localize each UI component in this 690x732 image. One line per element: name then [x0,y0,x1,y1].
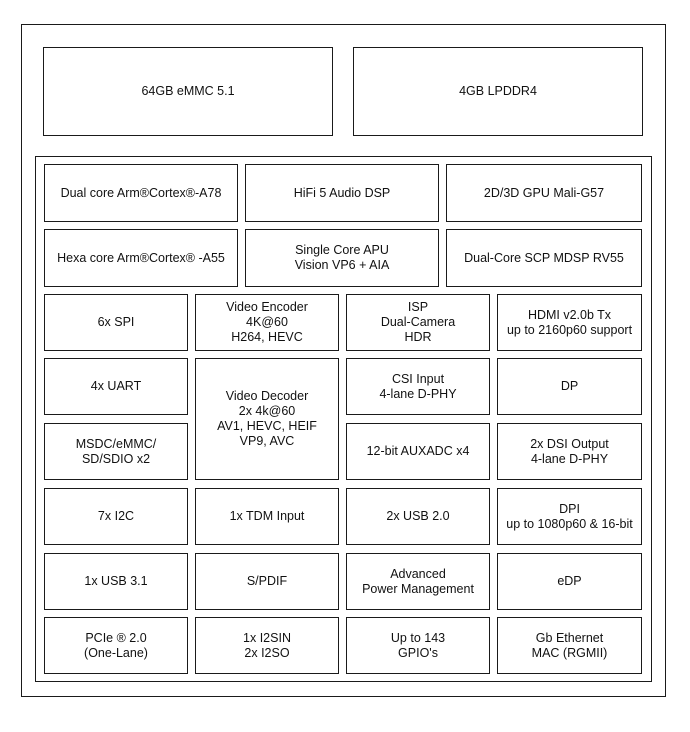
msdc-label-line: SD/SDIO x2 [81,451,151,466]
csi-block: CSI Input 4-lane D-PHY [346,358,490,415]
usb2-label: 2x USB 2.0 [386,509,450,523]
cpu-a78-label: Dual core Arm®Cortex®-A78 [60,185,222,200]
video-decoder-block: Video Decoder 2x 4k@60 AV1, HEVC, HEIF V… [195,358,339,480]
gpio-block: Up to 143 GPIO's [346,617,490,674]
msdc-label-line: MSDC/eMMC/ [75,436,157,451]
dpi-label-line: up to 1080p60 & 16-bit [506,516,633,531]
video-encoder-label-line: 4K@60 [246,315,288,329]
hdmi-label-line: up to 2160p60 support [506,322,633,337]
uart-block: 4x UART [44,358,188,415]
video-encoder-label-line: H264, HEVC [231,330,303,344]
spdif-label: S/PDIF [246,574,288,588]
dsi-label-line: 2x DSI Output [530,436,609,451]
emmc-block: 64GB eMMC 5.1 [43,47,333,136]
usb3-block: 1x USB 3.1 [44,553,188,610]
i2s-block: 1x I2SIN 2x I2SO [195,617,339,674]
i2c-label: 7x I2C [97,509,135,523]
csi-label-line: 4-lane D-PHY [379,386,457,401]
pcie-label-line: PCIe ® 2.0 [85,630,147,645]
video-encoder-block: Video Encoder 4K@60 H264, HEVC [195,294,339,351]
usb3-label: 1x USB 3.1 [84,574,148,588]
i2s-label-line: 2x I2SO [244,645,290,660]
spi-label: 6x SPI [97,315,135,329]
gpio-label-line: GPIO's [398,645,438,660]
ethernet-block: Gb Ethernet MAC (RGMII) [497,617,642,674]
cpu-a55-label: Hexa core Arm®Cortex® -A55 [57,250,225,265]
dp-block: DP [497,358,642,415]
auxadc-block: 12-bit AUXADC x4 [346,423,490,480]
power-management-block: Advanced Power Management [346,553,490,610]
auxadc-label: 12-bit AUXADC x4 [366,444,470,458]
spi-block: 6x SPI [44,294,188,351]
uart-label: 4x UART [90,379,142,393]
i2c-block: 7x I2C [44,488,188,545]
pcie-block: PCIe ® 2.0 (One-Lane) [44,617,188,674]
hdmi-block: HDMI v2.0b Tx up to 2160p60 support [497,294,642,351]
video-decoder-label-line: AV1, HEVC, HEIF [217,419,317,433]
cpu-a55-block: Hexa core Arm®Cortex® -A55 [44,229,238,287]
isp-label-line: Dual-Camera [380,315,456,329]
apu-block: Single Core APU Vision VP6 + AIA [245,229,439,287]
msdc-block: MSDC/eMMC/ SD/SDIO x2 [44,423,188,480]
power-management-label-line: Power Management [362,581,474,596]
video-decoder-label-line: Video Decoder [225,389,309,403]
power-management-label-line: Advanced [390,566,446,581]
tdm-block: 1x TDM Input [195,488,339,545]
lpddr-block: 4GB LPDDR4 [353,47,643,136]
audio-dsp-block: HiFi 5 Audio DSP [245,164,439,222]
dpi-label-line: DPI [559,501,580,516]
dpi-block: DPI up to 1080p60 & 16-bit [497,488,642,545]
scp-block: Dual-Core SCP MDSP RV55 [446,229,642,287]
isp-label-line: ISP [407,300,429,314]
cpu-a78-block: Dual core Arm®Cortex®-A78 [44,164,238,222]
diagram-frame [21,24,666,697]
soc-frame [35,156,652,682]
gpio-label-line: Up to 143 [390,630,446,645]
apu-label-line: Single Core APU [295,243,389,257]
dsi-label-line: 4-lane D-PHY [530,451,609,466]
csi-label-line: CSI Input [391,371,445,386]
ethernet-label-line: MAC (RGMII) [531,645,608,660]
ethernet-label-line: Gb Ethernet [535,630,604,645]
audio-dsp-label: HiFi 5 Audio DSP [293,185,391,200]
emmc-label: 64GB eMMC 5.1 [141,84,235,98]
spdif-block: S/PDIF [195,553,339,610]
gpu-label: 2D/3D GPU Mali-G57 [483,185,605,200]
edp-block: eDP [497,553,642,610]
apu-label-line: Vision VP6 + AIA [294,258,390,272]
dp-label: DP [560,379,579,393]
tdm-label: 1x TDM Input [229,509,305,523]
video-decoder-label-line: 2x 4k@60 [238,404,296,418]
scp-label: Dual-Core SCP MDSP RV55 [464,250,624,265]
isp-block: ISP Dual-Camera HDR [346,294,490,351]
pcie-label-line: (One-Lane) [84,645,148,660]
isp-label-line: HDR [404,330,432,344]
edp-label: eDP [557,574,582,588]
hdmi-label-line: HDMI v2.0b Tx [527,307,612,322]
gpu-block: 2D/3D GPU Mali-G57 [446,164,642,222]
video-encoder-label-line: Video Encoder [226,300,308,314]
lpddr-label: 4GB LPDDR4 [459,84,537,98]
video-decoder-label-line: VP9, AVC [239,434,295,448]
i2s-label-line: 1x I2SIN [243,630,291,645]
dsi-block: 2x DSI Output 4-lane D-PHY [497,423,642,480]
usb2-block: 2x USB 2.0 [346,488,490,545]
